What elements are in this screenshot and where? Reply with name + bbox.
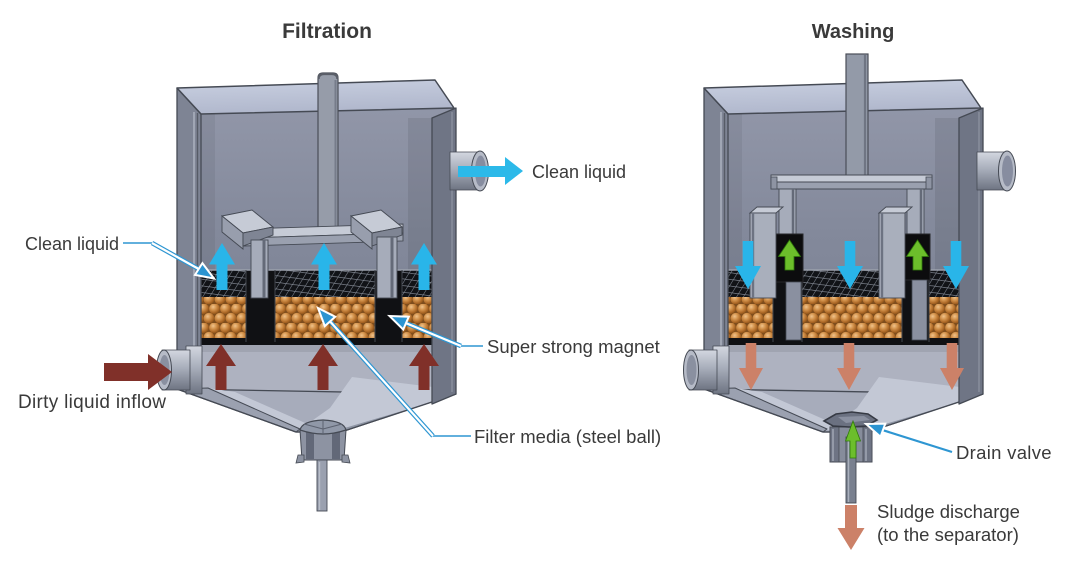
svg-text:Super strong magnet: Super strong magnet bbox=[487, 336, 660, 357]
svg-text:Dirty liquid inflow: Dirty liquid inflow bbox=[18, 392, 166, 413]
svg-text:(to the separator): (to the separator) bbox=[877, 524, 1019, 545]
svg-text:Clean liquid: Clean liquid bbox=[25, 234, 119, 254]
svg-text:Clean liquid: Clean liquid bbox=[532, 162, 626, 182]
svg-text:Sludge discharge: Sludge discharge bbox=[877, 501, 1020, 522]
svg-text:Filtration: Filtration bbox=[282, 20, 372, 43]
svg-text:Drain valve: Drain valve bbox=[956, 442, 1052, 463]
svg-text:Washing: Washing bbox=[812, 21, 895, 43]
svg-text:Filter media (steel ball): Filter media (steel ball) bbox=[474, 426, 661, 447]
